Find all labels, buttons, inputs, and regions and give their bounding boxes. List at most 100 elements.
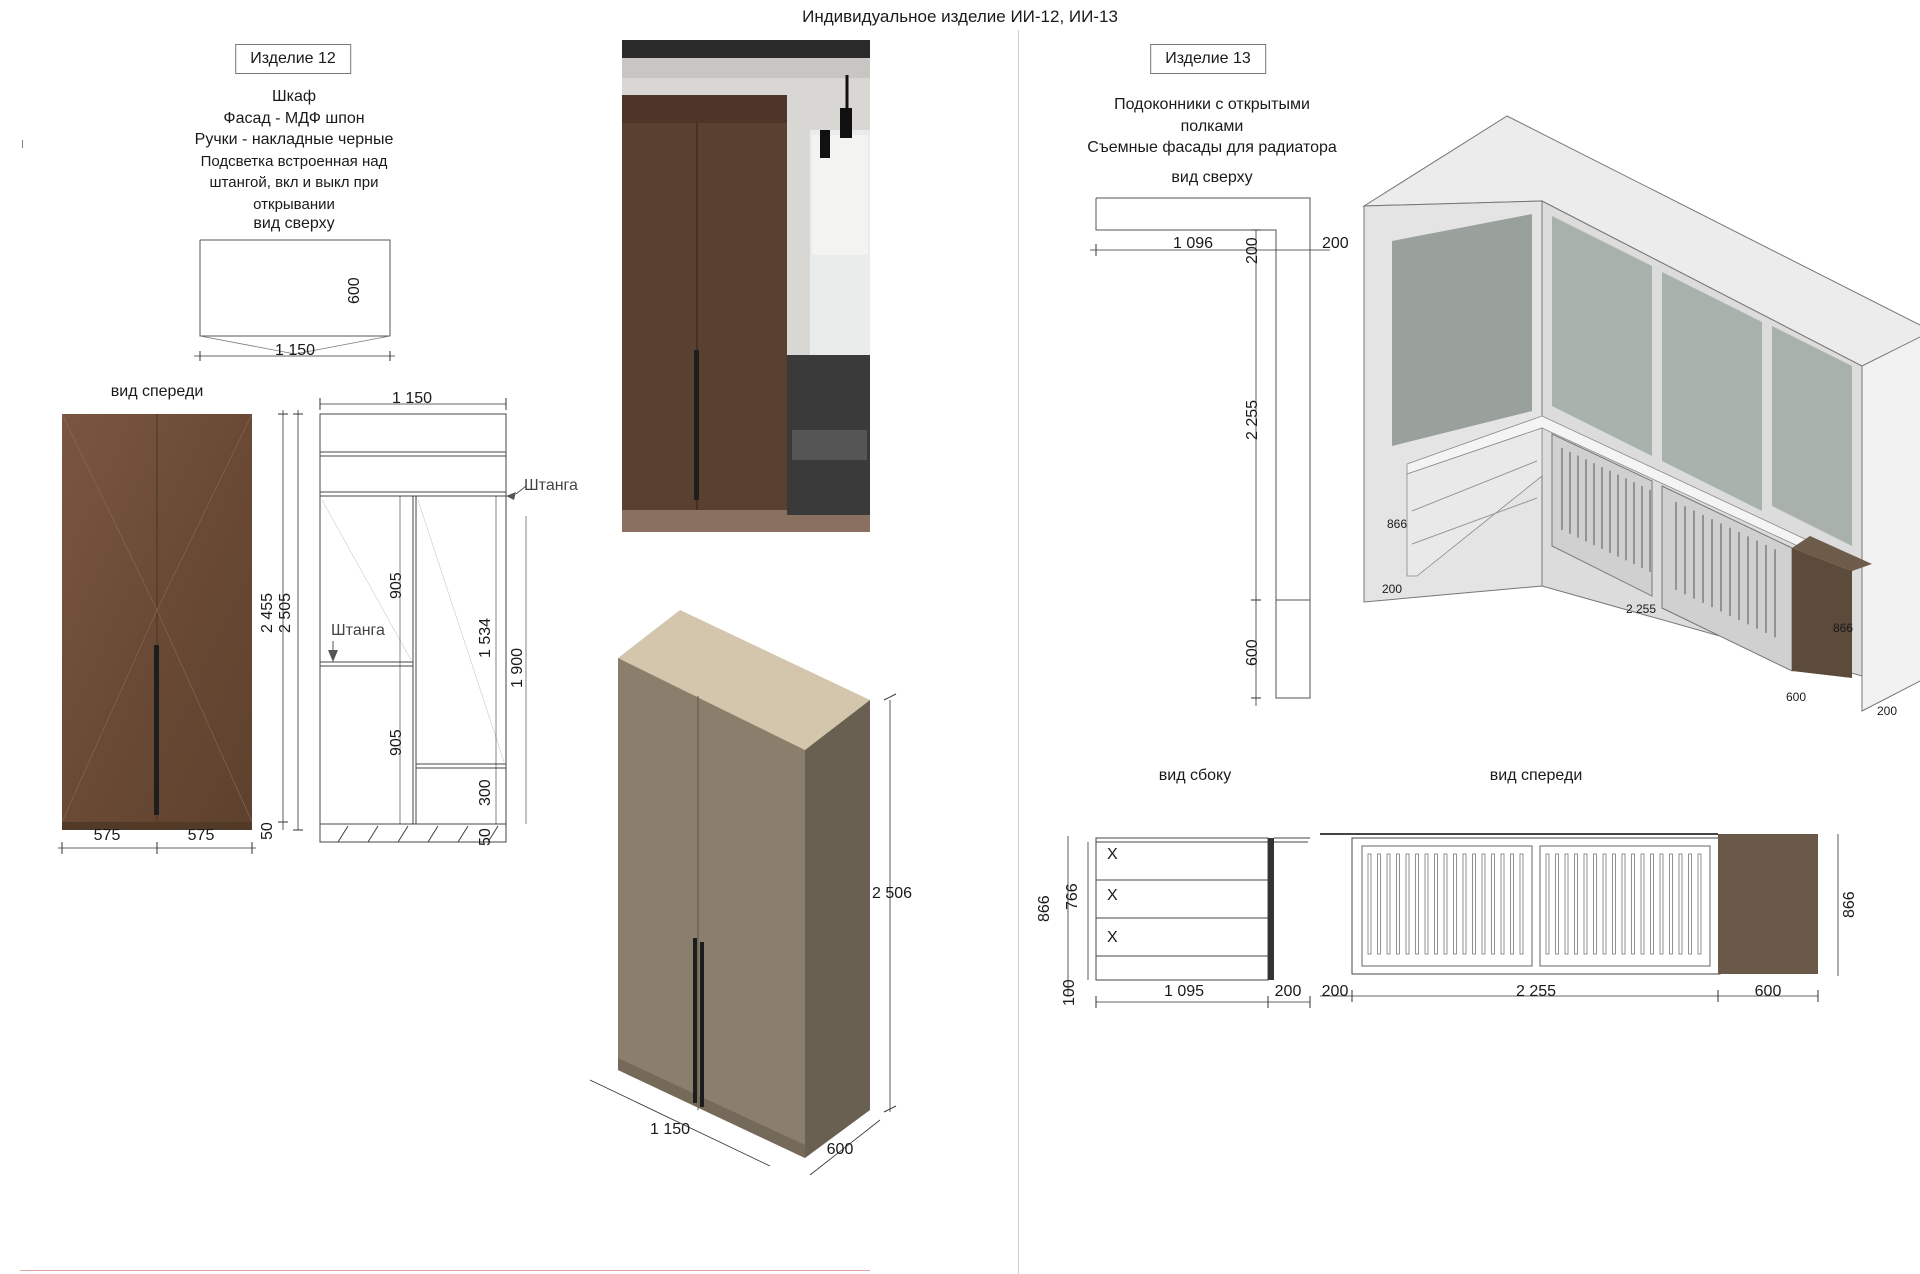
radiator-slat	[1396, 853, 1400, 955]
item13-side-inner-766: 766	[1064, 883, 1081, 910]
item13-front-left-dim: 200	[1321, 983, 1349, 1000]
item12-section-1534: 1 534	[477, 617, 494, 658]
radiator-slat	[1669, 853, 1673, 955]
item13-desc-line: Подоконники с открытыми	[1114, 96, 1310, 113]
radiator-slat	[1453, 853, 1457, 955]
item13-top-left-dim: 1 096	[1172, 235, 1214, 252]
radiator-slat	[1424, 853, 1429, 955]
item12-section-base-50: 50	[477, 828, 494, 846]
item13-top-long-dim: 2 255	[1244, 399, 1261, 440]
item13-side-base-100: 100	[1061, 979, 1078, 1006]
item12-desc-line: Фасад - МДФ шпон	[223, 109, 365, 127]
radiator-slat	[1545, 853, 1550, 955]
radiator-slat	[1621, 853, 1626, 955]
item13-description: Подоконники с открытыми полками Съемные …	[1087, 94, 1337, 159]
item13-side-thick-dim: 200	[1274, 983, 1302, 1000]
radiator-slat	[1434, 853, 1438, 955]
item12-desc-line: штангой, вкл и выкл при	[209, 174, 379, 191]
item12-section-1900: 1 900	[509, 647, 526, 688]
radiator-slat	[1650, 853, 1654, 955]
radiator-slat	[1659, 853, 1664, 955]
item12-render-photo	[622, 40, 870, 532]
item12-front-view-title: вид спереди	[110, 383, 204, 400]
item13-desc-line: полками	[1180, 117, 1244, 135]
item12-iso-height-dim: 2 506	[871, 885, 913, 902]
sheet-divider	[1018, 30, 1019, 1274]
radiator-slat	[1386, 853, 1391, 955]
item12-desc-line: Ручки - накладные черные	[194, 131, 394, 148]
item13-front-right-dim: 600	[1754, 983, 1782, 1000]
radiator-slat	[1602, 853, 1607, 955]
item13-iso-radiator-slats	[1561, 448, 1776, 638]
bottom-border-line	[20, 1270, 870, 1271]
radiator-slat	[1367, 853, 1372, 955]
radiator-slat	[1500, 853, 1505, 955]
radiator-slat	[1612, 853, 1616, 955]
radiator-slat	[1555, 853, 1559, 955]
item12-top-view-plan	[194, 239, 395, 361]
radiator-slat	[1472, 853, 1476, 955]
radiator-slat	[1405, 853, 1410, 955]
radiator-slat	[1574, 853, 1578, 955]
radiator-slat	[1593, 853, 1597, 955]
item12-top-view-title: вид сверху	[253, 215, 335, 232]
sheet-title: Индивидуальное изделие ИИ-12, ИИ-13	[802, 7, 1118, 26]
item12-description: Шкаф Фасад - МДФ шпон Ручки - накладные …	[195, 86, 394, 215]
radiator-slat	[1697, 853, 1702, 955]
item13-iso-depth-right: 200	[1877, 704, 1898, 718]
radiator-slat	[1678, 853, 1683, 955]
radiator-slat	[1688, 853, 1692, 955]
item12-iso-width-dim: 1 150	[649, 1121, 691, 1138]
shelf-mark: X	[1107, 929, 1118, 946]
item13-desc-line: Съемные фасады для радиатора	[1087, 139, 1337, 156]
item13-front-slats	[1367, 853, 1702, 955]
radiator-slat	[1510, 853, 1514, 955]
item12-section-upper-905: 905	[388, 572, 405, 599]
item13-top-thick-b: 200	[1322, 235, 1349, 252]
item12-desc-line: Подсветка встроенная над	[200, 152, 388, 170]
radiator-slat	[1462, 853, 1467, 955]
item12-front-width-left: 575	[93, 827, 121, 844]
item13-label: Изделие 13	[1150, 44, 1266, 74]
item13-front-view-title: вид спереди	[1489, 767, 1583, 784]
item13-top-view-plan	[1090, 197, 1330, 706]
radiator-slat	[1640, 853, 1645, 955]
radiator-slat	[1481, 853, 1486, 955]
item12-section-lower-905: 905	[388, 729, 405, 756]
item12-section-width-dim: 1 150	[391, 390, 433, 407]
item12-front-view-wardrobe	[58, 410, 303, 854]
radiator-slat	[1415, 853, 1419, 955]
item12-section-view	[319, 398, 527, 843]
item12-iso-wardrobe	[589, 610, 897, 1176]
radiator-slat	[1519, 853, 1524, 955]
radiator-slat	[1491, 853, 1495, 955]
item12-front-width-right: 575	[187, 827, 215, 844]
rod-label-lower: Штанга	[331, 622, 385, 639]
radiator-slat	[1631, 853, 1635, 955]
shelf-mark: X	[1107, 846, 1118, 863]
item13-front-height-dim: 866	[1841, 891, 1858, 918]
shelf-mark: X	[1107, 887, 1118, 904]
radiator-slat	[1564, 853, 1569, 955]
radiator-slat	[1377, 853, 1381, 955]
item13-side-width-dim: 1 095	[1163, 983, 1205, 1000]
item12-top-width-dim: 1 150	[274, 342, 316, 359]
item12-top-depth-dim: 600	[346, 277, 363, 304]
item12-front-height-2505: 2 505	[277, 592, 294, 633]
item12-front-plinth-dim: 50	[259, 822, 276, 840]
item12-label: Изделие 12	[235, 44, 351, 74]
item12-desc-line: открывании	[253, 195, 335, 213]
item12-front-height-2455: 2 455	[259, 592, 276, 633]
item12-iso-depth-dim: 600	[826, 1141, 854, 1158]
rod-label-upper: Штанга	[524, 477, 578, 494]
margin-tick	[22, 140, 23, 148]
item13-iso-end-dim: 600	[1786, 690, 1807, 704]
item13-iso-height-right: 866	[1833, 621, 1854, 635]
item13-iso-depth-left: 200	[1382, 582, 1403, 596]
radiator-slat	[1583, 853, 1588, 955]
item13-iso-height-left: 866	[1387, 517, 1408, 531]
item13-iso-room	[1362, 115, 1920, 712]
item13-iso-long-dim: 2 255	[1626, 602, 1657, 616]
item12-section-300: 300	[477, 779, 494, 806]
item13-top-view-title: вид сверху	[1171, 169, 1253, 186]
